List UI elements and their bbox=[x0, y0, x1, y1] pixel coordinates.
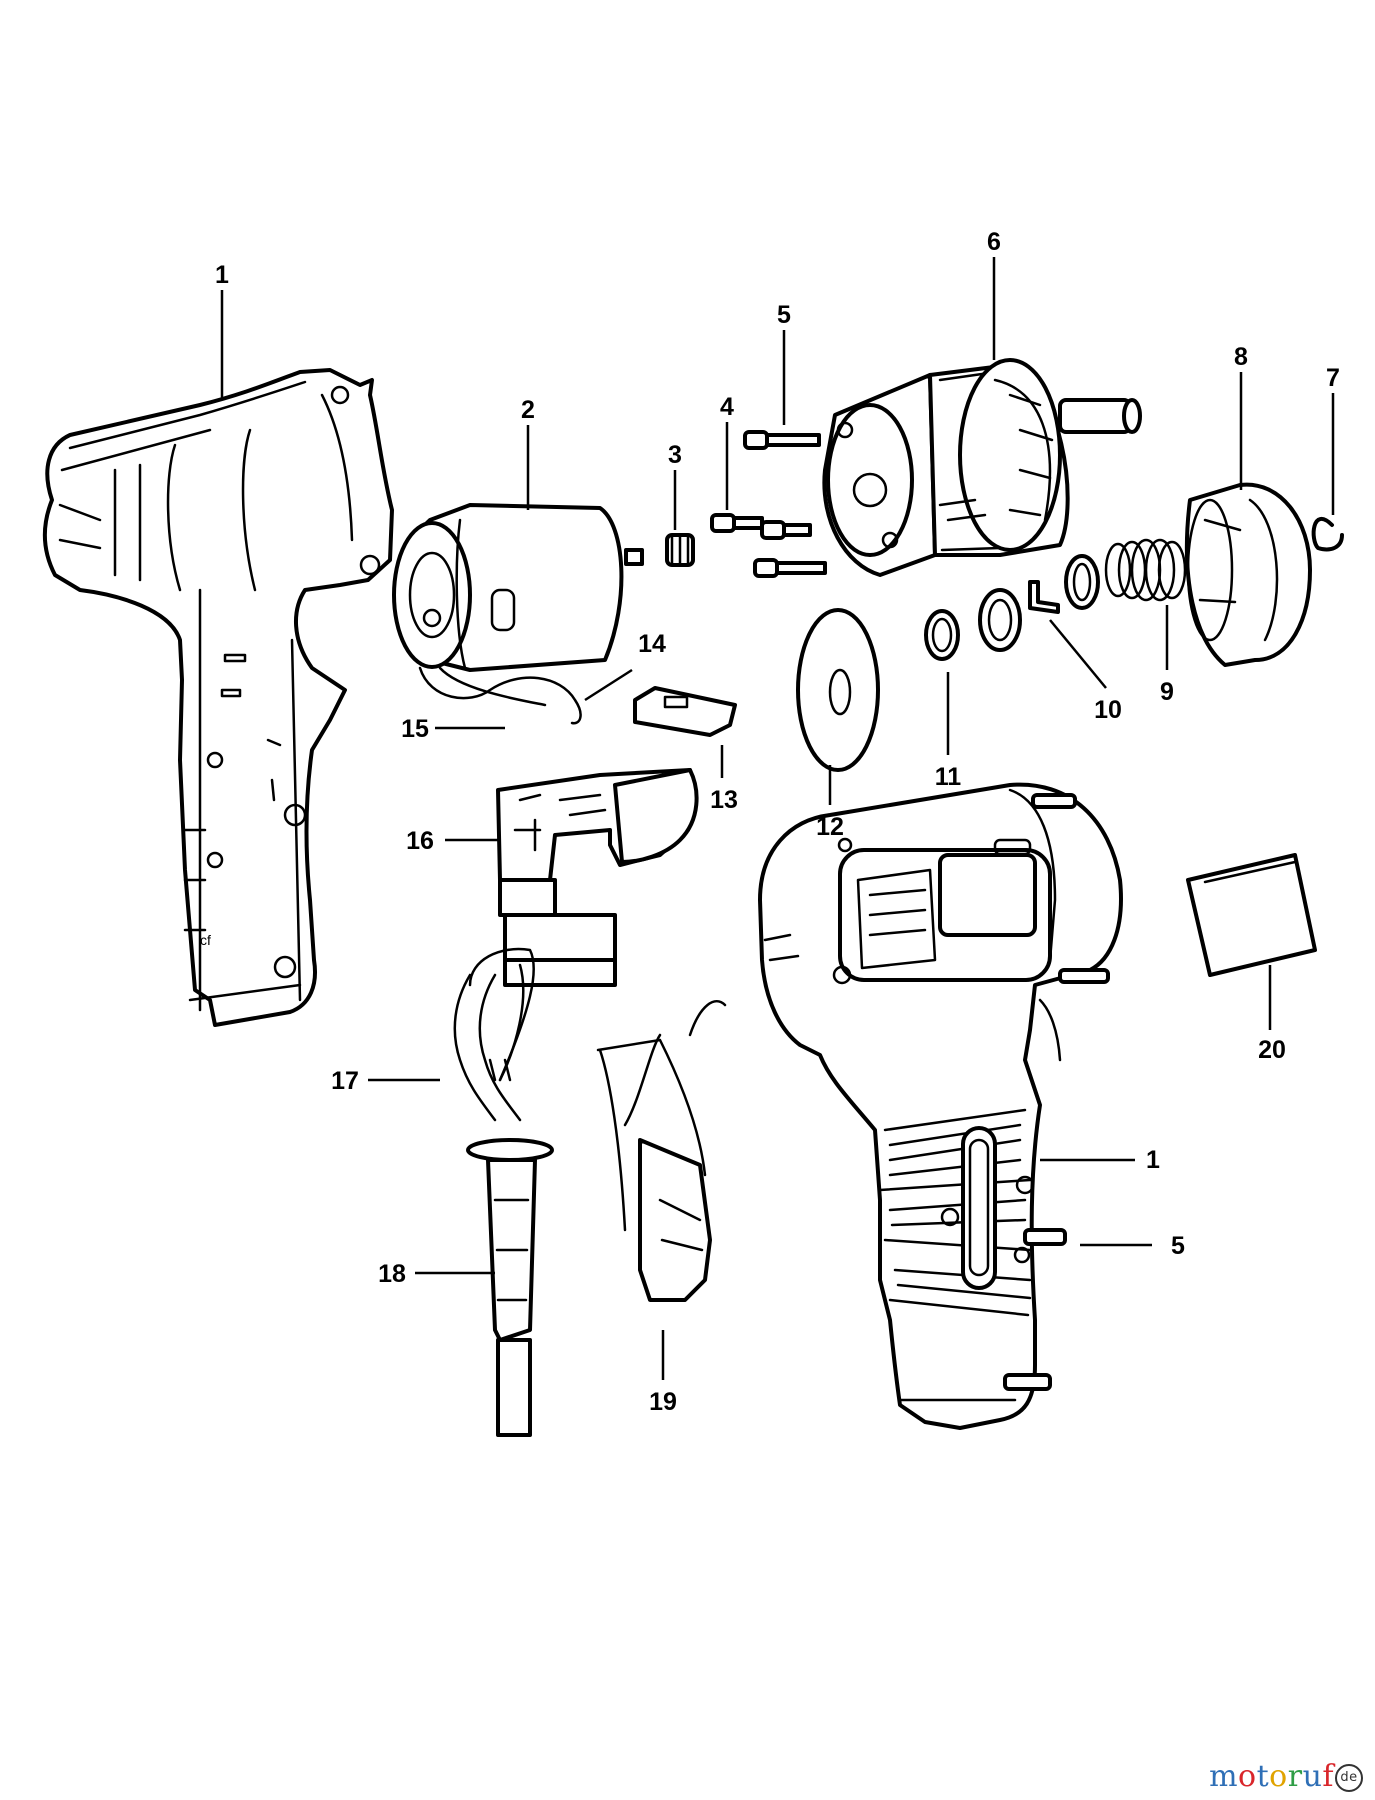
screw-5-mid bbox=[760, 520, 812, 540]
watermark-letter: t bbox=[1256, 1759, 1270, 1794]
callout-9: 9 bbox=[1160, 678, 1174, 706]
watermark-letter: m bbox=[1209, 1759, 1239, 1794]
callout-19: 19 bbox=[649, 1388, 677, 1416]
leader-lines bbox=[220, 257, 1335, 1380]
right-housing-half bbox=[758, 782, 1123, 1430]
callout-12: 12 bbox=[816, 813, 844, 841]
screws bbox=[710, 430, 827, 578]
callout-17: 17 bbox=[331, 1067, 359, 1095]
callout-16: 16 bbox=[406, 827, 434, 855]
callout-13: 13 bbox=[710, 786, 738, 814]
rings-and-washers bbox=[796, 554, 1100, 772]
watermark-letter: f bbox=[1322, 1759, 1334, 1794]
chuck-collar bbox=[1184, 482, 1312, 667]
wire-bracket bbox=[596, 1000, 727, 1302]
callout-14: 14 bbox=[638, 630, 666, 658]
callout-20: 20 bbox=[1258, 1036, 1286, 1064]
callout-2: 2 bbox=[521, 396, 535, 424]
pinion-gear bbox=[665, 533, 695, 567]
watermark-letter: r bbox=[1287, 1759, 1303, 1794]
reverse-button bbox=[633, 686, 737, 737]
screw-5-long bbox=[743, 430, 821, 450]
screw-4 bbox=[710, 513, 764, 533]
callout-4: 4 bbox=[720, 393, 734, 421]
spring bbox=[1104, 538, 1187, 602]
left-housing-half: cf bbox=[42, 368, 394, 1027]
callout-3: 3 bbox=[668, 441, 682, 469]
trigger-switch bbox=[496, 768, 699, 987]
callout-6: 6 bbox=[987, 228, 1001, 256]
callout-5-top: 5 bbox=[777, 301, 791, 329]
gearbox-assembly bbox=[822, 358, 1142, 577]
callout-8: 8 bbox=[1234, 343, 1248, 371]
svg-text:cf: cf bbox=[200, 932, 211, 948]
watermark-badge: de bbox=[1335, 1764, 1363, 1792]
callout-18: 18 bbox=[378, 1260, 406, 1288]
callout-11: 11 bbox=[935, 763, 962, 791]
callout-numbers: 1 2 3 4 5 6 7 8 9 10 11 12 13 14 15 16 1… bbox=[215, 228, 1340, 1416]
callout-1-left: 1 bbox=[215, 261, 229, 289]
watermark-letter: u bbox=[1302, 1759, 1323, 1794]
callout-5-right: 5 bbox=[1171, 1232, 1185, 1260]
e-clip bbox=[1311, 516, 1344, 552]
callout-10: 10 bbox=[1094, 696, 1122, 724]
callout-15: 15 bbox=[401, 715, 429, 743]
callout-7: 7 bbox=[1326, 364, 1340, 392]
motor bbox=[392, 503, 644, 725]
watermark-letter: o bbox=[1269, 1759, 1288, 1794]
callout-1-right: 1 bbox=[1146, 1146, 1160, 1174]
power-cord bbox=[453, 947, 554, 1437]
watermark-letter: o bbox=[1238, 1759, 1257, 1794]
housing-screws bbox=[1003, 793, 1110, 1391]
label-plate bbox=[1186, 853, 1317, 977]
screw-5-low bbox=[753, 558, 827, 578]
